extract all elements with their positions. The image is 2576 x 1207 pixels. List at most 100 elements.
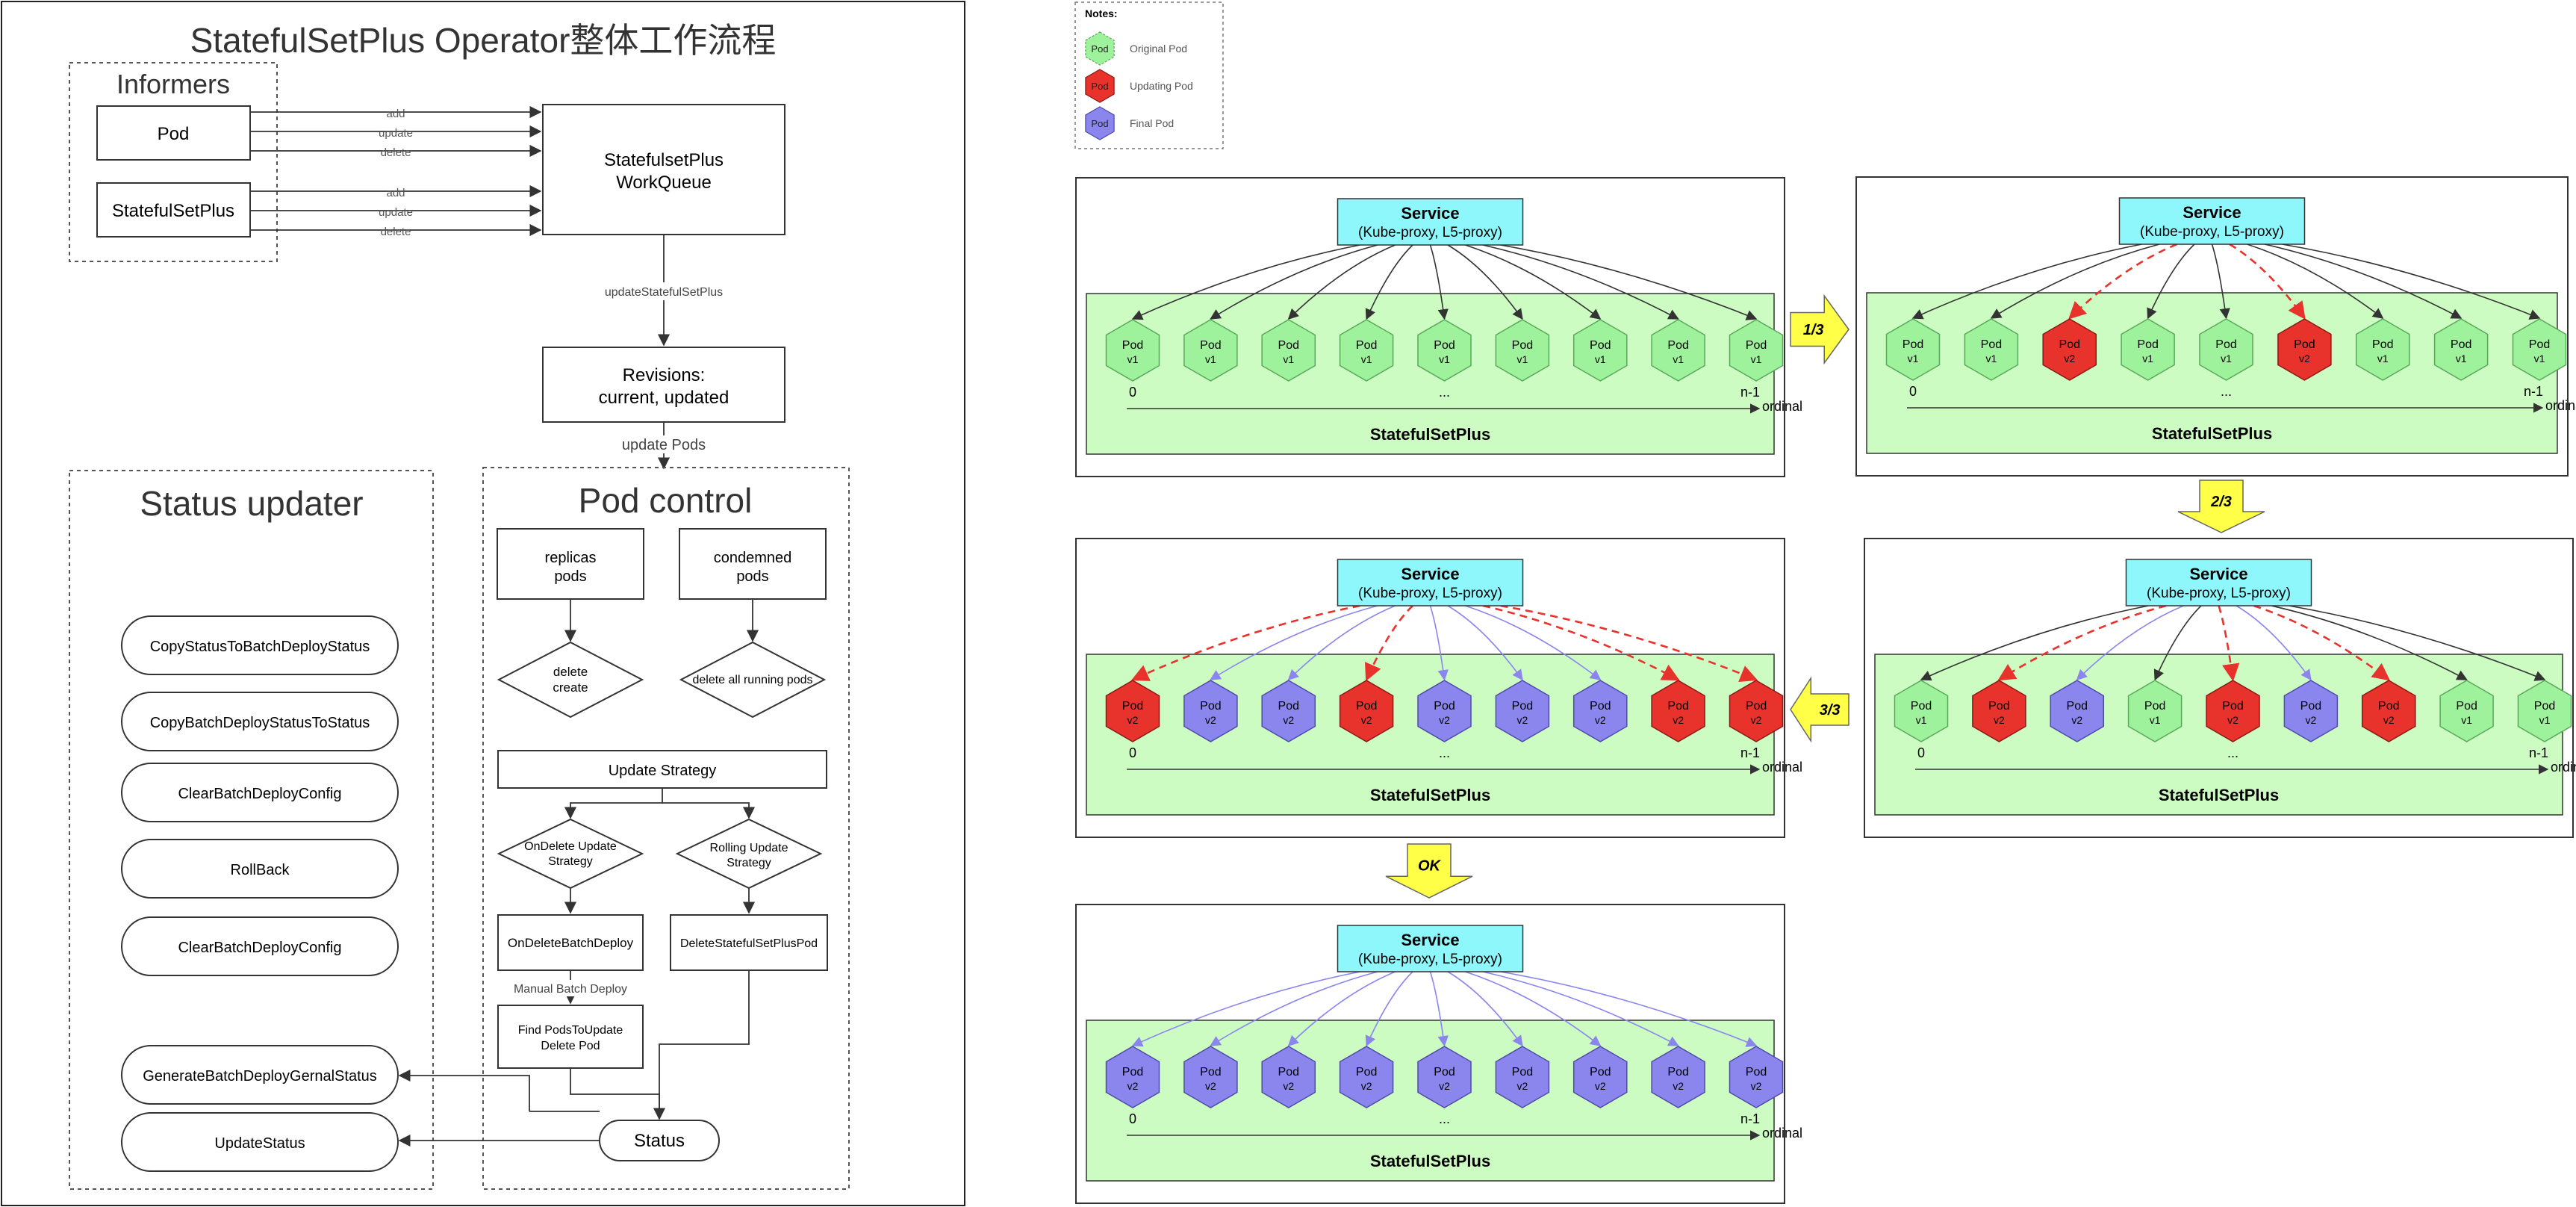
- replicas-line2: pods: [554, 568, 586, 585]
- delete-ssp-pod-label: DeleteStatefulSetPlusPod: [680, 937, 818, 950]
- status-item: CopyBatchDeployStatusToStatus: [150, 715, 370, 731]
- stage-arrow-shape: [1790, 294, 1849, 365]
- pod-label: Pod: [1667, 700, 1688, 713]
- delete-create-line1: delete: [553, 665, 588, 679]
- pod-version: v2: [2299, 353, 2310, 364]
- find-pods-line1: Find PodsToUpdate: [518, 1024, 623, 1037]
- stage-arrow-label: OK: [1418, 858, 1442, 875]
- service-edge: [1920, 605, 2149, 681]
- service-edge: [1465, 605, 1602, 680]
- revisions-line2: current, updated: [599, 388, 729, 408]
- service-edge: [1997, 604, 2167, 681]
- pod-blue-9: [1729, 1046, 1784, 1108]
- pod-label: Pod: [2059, 338, 2080, 351]
- pod-version: v1: [2534, 353, 2545, 364]
- ordinal-label: ordinal: [1762, 399, 1802, 414]
- pod-version: v2: [1595, 714, 1606, 726]
- status-item: RollBack: [231, 862, 290, 878]
- pod-blue-2: [1183, 680, 1238, 742]
- ordinal-last: n-1: [1740, 385, 1760, 400]
- pod-version: v2: [2071, 714, 2082, 726]
- pod-blue-8: [1651, 1046, 1705, 1108]
- legend-label: Original Pod: [1130, 43, 1187, 55]
- pod-label: Pod: [1590, 700, 1611, 713]
- pod-green-2: [1183, 319, 1238, 382]
- delete-all-label: delete all running pods: [692, 674, 812, 686]
- service-edge: [2282, 243, 2541, 320]
- pod-label: Pod: [2222, 700, 2243, 713]
- ordinal-last: n-1: [1740, 745, 1760, 760]
- statefulsetplus-label: StatefulSetPlus: [2159, 786, 2279, 804]
- update-strategy-box: [497, 750, 827, 789]
- statefulsetplus-label: StatefulSetPlus: [2152, 424, 2272, 443]
- pod-label: Pod: [1278, 700, 1299, 713]
- pod-label: Pod: [1278, 339, 1299, 352]
- pod-version: v2: [1439, 1080, 1450, 1092]
- pod-red-3: [2042, 318, 2097, 381]
- pod-blue-3: [1261, 680, 1316, 742]
- pod-version: v1: [1205, 353, 1216, 365]
- service-edge: [1429, 244, 1449, 320]
- pod-red-7: [2361, 680, 2416, 742]
- pod-label: Pod: [1434, 1066, 1455, 1079]
- pod-label: Pod: [1278, 1066, 1299, 1079]
- pod-label: Pod: [1746, 700, 1767, 713]
- pod-version: v2: [1283, 714, 1294, 726]
- statefulsetplus-label: StatefulSetPlus: [1370, 786, 1490, 804]
- pod-red-2: [1972, 680, 2026, 742]
- stage-arrow-label: 3/3: [1820, 702, 1841, 719]
- pod-version: v2: [1127, 714, 1139, 726]
- service-edge: [2153, 605, 2202, 681]
- ordinal-first: 0: [1129, 1111, 1136, 1126]
- pod-informer-box: [96, 105, 251, 161]
- ordinal-mid: ...: [1439, 745, 1450, 760]
- condemned-line1: condemned: [714, 550, 792, 566]
- update-strategy-label: Update Strategy: [609, 763, 717, 779]
- ondelete-line2: Strategy: [548, 855, 593, 868]
- pod-green-4: [2121, 318, 2175, 381]
- workflow-flowchart: StatefulSetPlus Operator整体工作流程 Informers…: [1, 1, 965, 1206]
- pod-label: Pod: [1512, 700, 1533, 713]
- service-sublabel: (Kube-proxy, L5-proxy): [2140, 224, 2284, 240]
- service-edge: [2218, 605, 2240, 682]
- pod-version: v2: [1673, 1080, 1684, 1092]
- service-edge: [1465, 244, 1602, 320]
- pod-label: Pod: [2144, 700, 2165, 713]
- edge-label-delete: delete: [381, 226, 411, 238]
- stage-arrow-2: 2/3: [2177, 480, 2265, 533]
- ordinal-mid: ...: [1439, 1111, 1450, 1126]
- status-updater-group: [69, 470, 434, 1190]
- pod-blue-7: [1572, 1046, 1628, 1108]
- service-edge: [1365, 244, 1413, 320]
- pod-label: Pod: [1434, 339, 1455, 352]
- pod-green-8: [2439, 680, 2494, 742]
- service-edge: [1447, 244, 1523, 320]
- service-edge: [2289, 605, 2546, 681]
- legend-pod-text: Pod: [1091, 118, 1108, 129]
- revisions-box: [542, 347, 785, 423]
- service-edge: [1500, 971, 1758, 1047]
- service-box: [2125, 559, 2312, 606]
- pod-label: Pod: [1667, 339, 1688, 352]
- pod-label: Pod: [1512, 339, 1533, 352]
- pod-green-5: [1417, 319, 1472, 382]
- pod-label: Pod: [1746, 1066, 1767, 1079]
- workqueue-box: [542, 104, 785, 235]
- pod-green-9: [2512, 318, 2567, 381]
- service-edge: [1130, 604, 1360, 681]
- pod-version: v2: [1751, 714, 1762, 726]
- find-pods-box: [497, 1005, 644, 1069]
- workflow-title: StatefulSetPlus Operator整体工作流程: [190, 21, 777, 60]
- pod-label: Pod: [2294, 338, 2315, 351]
- edge-label-update-pods: update Pods: [622, 437, 706, 453]
- service-edge: [1210, 605, 1378, 680]
- pod-red-9: [1729, 680, 1784, 742]
- pod-version: v2: [1205, 714, 1216, 726]
- ondelete-line1: OnDelete Update: [524, 840, 617, 853]
- pod-blue-3: [2050, 680, 2105, 742]
- legend-label: Final Pod: [1130, 117, 1174, 129]
- pod-label: Pod: [1356, 1066, 1377, 1079]
- service-label: Service: [1401, 204, 1459, 223]
- condemned-box: [679, 528, 827, 600]
- delete-ssp-pod-box: [670, 914, 828, 971]
